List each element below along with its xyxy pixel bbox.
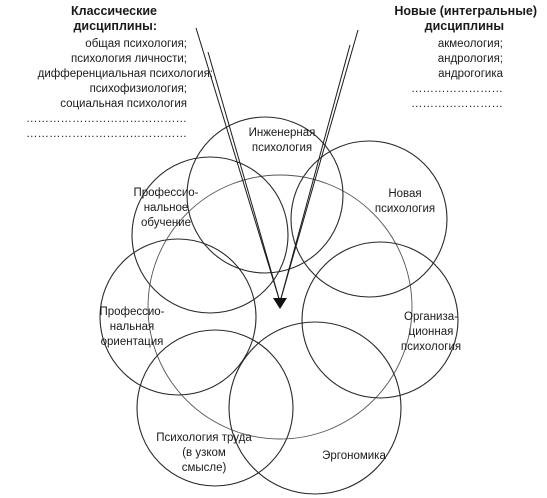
classic-pointer-line	[195, 27, 281, 303]
classic-placeholder: ……………………………………	[26, 113, 187, 125]
petal-circle-labor	[136, 329, 294, 487]
petal-label-line: нальная	[110, 321, 154, 333]
petal-label-line: Эргономика	[322, 450, 386, 462]
petal-label-line: Инженерная	[249, 127, 316, 139]
classic-item: психофизиология;	[90, 83, 187, 95]
central-circle	[147, 174, 413, 440]
new-title-line-1: Новые (интегральные)	[394, 4, 537, 18]
new-item: акмеология;	[438, 38, 503, 50]
petal-label-engineering: Инженерная психология	[249, 127, 316, 154]
petal-label-training: Профессио- нальное обучение	[133, 187, 198, 229]
petal-label-line: ориентация	[101, 336, 164, 348]
petal-label-line: Психология труда	[156, 432, 252, 444]
petal-label-line: нальное	[144, 202, 189, 214]
petal-label-line: обучение	[141, 217, 191, 229]
petal-circle-ergonomics	[228, 321, 402, 495]
new-placeholder: ……………………	[411, 98, 503, 110]
petal-circle-engineering	[186, 116, 344, 274]
convergence-marker	[273, 298, 287, 309]
petal-label-orientation: Профессио- нальная ориентация	[99, 306, 164, 348]
new-item: андрогогика	[438, 68, 503, 80]
petal-label-labor: Психология труда (в узком смысле)	[156, 432, 252, 474]
petal-label-line: ционная	[409, 326, 454, 338]
petal-label-line: психология	[401, 341, 461, 353]
petal-label-line: психология	[252, 142, 312, 154]
petal-label-organizational: Организа- ционная психология	[401, 311, 461, 353]
petal-label-line: (в узком	[182, 447, 226, 459]
petal-label-ergonomics: Эргономика	[322, 450, 386, 462]
classic-title-line-2: дисциплины:	[73, 19, 157, 33]
new-item: андрология;	[438, 53, 503, 65]
petal-label-line: Организа-	[404, 311, 458, 323]
petal-circle-organizational	[301, 241, 459, 399]
new-placeholder: ……………………	[411, 83, 503, 95]
petal-label-line: смысле)	[182, 462, 227, 474]
classic-item: общая психология;	[85, 38, 187, 50]
petal-circle-new	[290, 140, 448, 298]
new-pointer-line	[279, 44, 351, 303]
petal-label-line: Профессио-	[99, 306, 164, 318]
petal-circle-orientation	[99, 238, 257, 396]
classic-item: социальная психология	[60, 98, 187, 110]
petal-label-new: Новая психология	[375, 188, 435, 215]
classic-placeholder: ……………………………………	[26, 128, 187, 140]
classic-pointer-line-2	[207, 51, 281, 303]
classic-disciplines-block: Классические дисциплины: общая психологи…	[26, 4, 213, 140]
classic-title-line-1: Классические	[71, 4, 157, 18]
new-title-line-2: дисциплины	[425, 19, 504, 33]
petal-label-line: Профессио-	[133, 187, 198, 199]
new-pointer-line-2	[279, 29, 359, 303]
petal-label-line: Новая	[388, 188, 421, 200]
new-disciplines-block: Новые (интегральные) дисциплины акмеолог…	[394, 4, 537, 110]
classic-item: психология личности;	[71, 53, 187, 65]
petal-label-line: психология	[375, 203, 435, 215]
petal-circle-training	[131, 156, 289, 314]
classic-item: дифференциальная психология;	[38, 68, 213, 80]
